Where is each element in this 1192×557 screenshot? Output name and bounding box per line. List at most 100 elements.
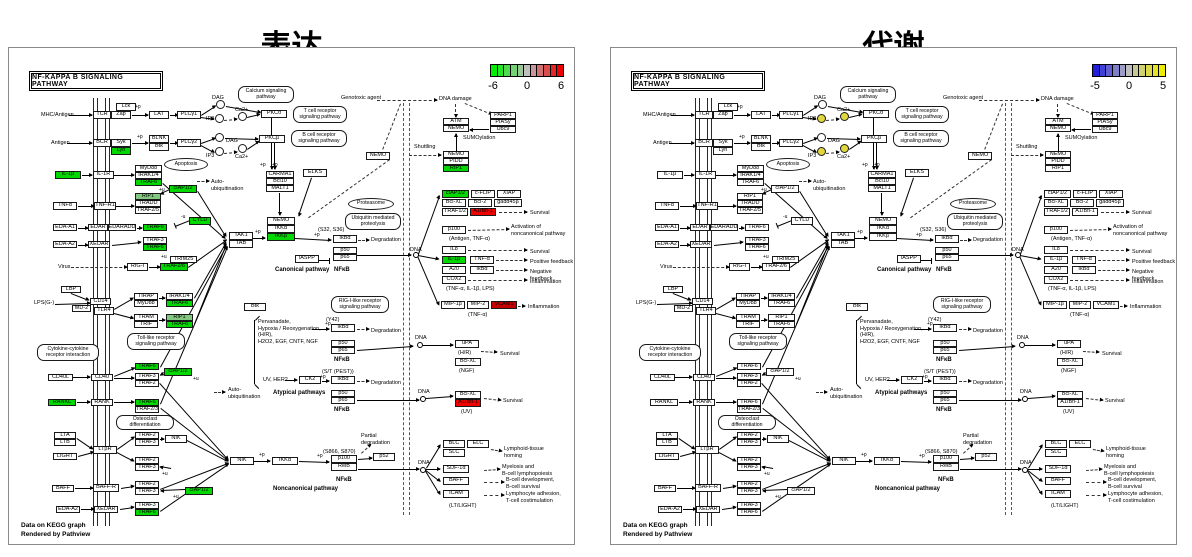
arrowhead bbox=[808, 179, 812, 183]
gene-node-c-flip: c-FLIP bbox=[471, 190, 495, 198]
pathway-edge bbox=[826, 116, 841, 122]
modification-label: +u bbox=[775, 494, 781, 500]
gene-node-edar: EDAR bbox=[88, 224, 108, 231]
pathway-edge bbox=[716, 173, 737, 177]
gene-node-ciap1-2: cIAP1/2 bbox=[771, 185, 799, 193]
pathway-edge bbox=[678, 438, 697, 452]
gene-node-pkc: PKCβ bbox=[259, 135, 285, 143]
pathway-edge bbox=[454, 104, 458, 118]
gene-node-ltb: LTB bbox=[54, 439, 76, 446]
gene-node-piasy: PIASy bbox=[1092, 119, 1118, 126]
dna-circle bbox=[417, 342, 423, 348]
modification-label: +p bbox=[320, 374, 326, 380]
annotation-text: DNA bbox=[1012, 247, 1024, 253]
gene-node-rank: RANK bbox=[91, 399, 113, 406]
pathway-edge bbox=[518, 304, 526, 308]
annotation-text: B-cell development, B-cell survival bbox=[506, 477, 555, 490]
arrowhead bbox=[416, 467, 420, 471]
gene-node-traf3: TRAF3 bbox=[737, 373, 761, 380]
gene-node-traf1-2: TRAF1/2 bbox=[442, 208, 468, 216]
arrowhead bbox=[366, 238, 370, 242]
annotation-text: Pervanadate, Hypoxia / Reoxygenation, (H… bbox=[860, 319, 923, 345]
label-node-calcium-signaling-pathway: Calcium signaling pathway bbox=[238, 86, 294, 103]
pathway-edge bbox=[716, 376, 737, 380]
annotation-text: Lymphocyte adhesion, T-cell costimulatio… bbox=[1108, 491, 1163, 504]
gene-node-rip1: RIP1 bbox=[768, 314, 795, 321]
gene-node-iaspp: iASPP bbox=[897, 255, 921, 263]
pathway-edge bbox=[159, 488, 185, 494]
pathway-edge bbox=[887, 378, 900, 382]
arrowhead bbox=[968, 327, 972, 331]
arrowhead bbox=[689, 375, 693, 379]
modification-label: +p bbox=[325, 321, 331, 327]
gene-node-baff: BAFF bbox=[1045, 477, 1071, 485]
arrowhead bbox=[498, 448, 504, 454]
gene-node-i-b: IκBα bbox=[935, 235, 959, 243]
dna-circle bbox=[1022, 467, 1028, 473]
annotation-text: (Antigen, TNF-α) bbox=[449, 236, 490, 242]
annotation-text: (TNF-α, IL-1β, LPS) bbox=[446, 286, 495, 292]
annotation-text: NFκB bbox=[936, 357, 952, 363]
gene-node-parp1: PARP1 bbox=[1092, 112, 1118, 119]
annotation-text: UV, HER2 bbox=[263, 377, 288, 383]
pathway-edge bbox=[423, 343, 454, 347]
pathway-edge bbox=[121, 483, 136, 489]
arrowhead bbox=[763, 437, 767, 441]
gene-node-ciap1-2: cIAP1/2 bbox=[766, 368, 794, 376]
arrowhead bbox=[436, 477, 443, 484]
pathway-edge bbox=[82, 173, 93, 177]
gene-node-lta: LTA bbox=[54, 432, 76, 439]
gene-node-p65: p65 bbox=[331, 347, 355, 354]
pathway-edge bbox=[979, 98, 1040, 102]
gene-node-il-1r: IL-1R bbox=[93, 171, 114, 179]
arrowhead bbox=[296, 212, 302, 218]
gene-node-p50: p50 bbox=[333, 247, 357, 254]
annotation-text: Antigen bbox=[51, 140, 70, 146]
annotation-text: MHC/Antigen bbox=[41, 112, 74, 118]
annotation-text: Antigen bbox=[653, 140, 672, 146]
arrowhead bbox=[124, 265, 128, 269]
annotation-text: DNA bbox=[410, 247, 422, 253]
pathway-edge bbox=[426, 467, 441, 471]
arrowhead bbox=[524, 248, 528, 252]
gene-node-traf6: TRAF6 bbox=[768, 321, 795, 328]
gene-node-elks: ELKS bbox=[905, 169, 929, 177]
arrowhead bbox=[864, 236, 868, 240]
pathway-edge bbox=[159, 318, 166, 322]
gene-node-a1-bfl-1: A1/Bfl-1 bbox=[470, 208, 496, 216]
arrowhead bbox=[145, 141, 149, 145]
pathway-edge bbox=[484, 480, 505, 484]
pathway-edge bbox=[680, 243, 691, 247]
gene-node-rip1: RIP1 bbox=[1045, 165, 1071, 172]
compound-circle bbox=[817, 147, 826, 156]
pathway-edge bbox=[669, 141, 695, 145]
gene-node-cd40l: CD40L bbox=[650, 374, 675, 381]
scale-segment bbox=[556, 65, 564, 76]
annotation-text: (S32, S36) bbox=[318, 227, 345, 233]
gene-node-traf6: TRAF6 bbox=[135, 509, 159, 516]
pathway-edge bbox=[723, 483, 738, 489]
arrowhead bbox=[524, 278, 528, 282]
gene-node-traf2: TRAF2 bbox=[135, 457, 159, 464]
modification-label: +u bbox=[159, 187, 165, 193]
arrowhead bbox=[1071, 128, 1075, 132]
gene-node-tnf: TNF-α bbox=[1072, 256, 1096, 264]
gene-node-p65: p65 bbox=[933, 347, 957, 354]
gene-node-cyld: CYLD bbox=[791, 217, 813, 225]
gene-node-plc-1: PLCγ1 bbox=[779, 111, 803, 119]
arrowhead bbox=[131, 204, 135, 208]
pathway-edge bbox=[1011, 153, 1044, 157]
pathway-edge bbox=[409, 153, 442, 157]
pathway-edge bbox=[855, 236, 868, 240]
gene-node-traf3: TRAF3 bbox=[135, 502, 159, 509]
pathway-edge bbox=[683, 507, 697, 511]
gene-node-traf2: TRAF2 bbox=[737, 432, 761, 439]
arrowhead bbox=[869, 459, 873, 463]
gene-node-myd88: MyD88 bbox=[134, 300, 158, 307]
arrowhead bbox=[691, 113, 695, 117]
pathway-edge bbox=[1098, 258, 1130, 262]
gene-node-traf2-5: TRAF2/5 bbox=[737, 206, 763, 214]
modification-label: +p bbox=[259, 452, 265, 458]
annotation-text: NFκB bbox=[938, 477, 954, 483]
